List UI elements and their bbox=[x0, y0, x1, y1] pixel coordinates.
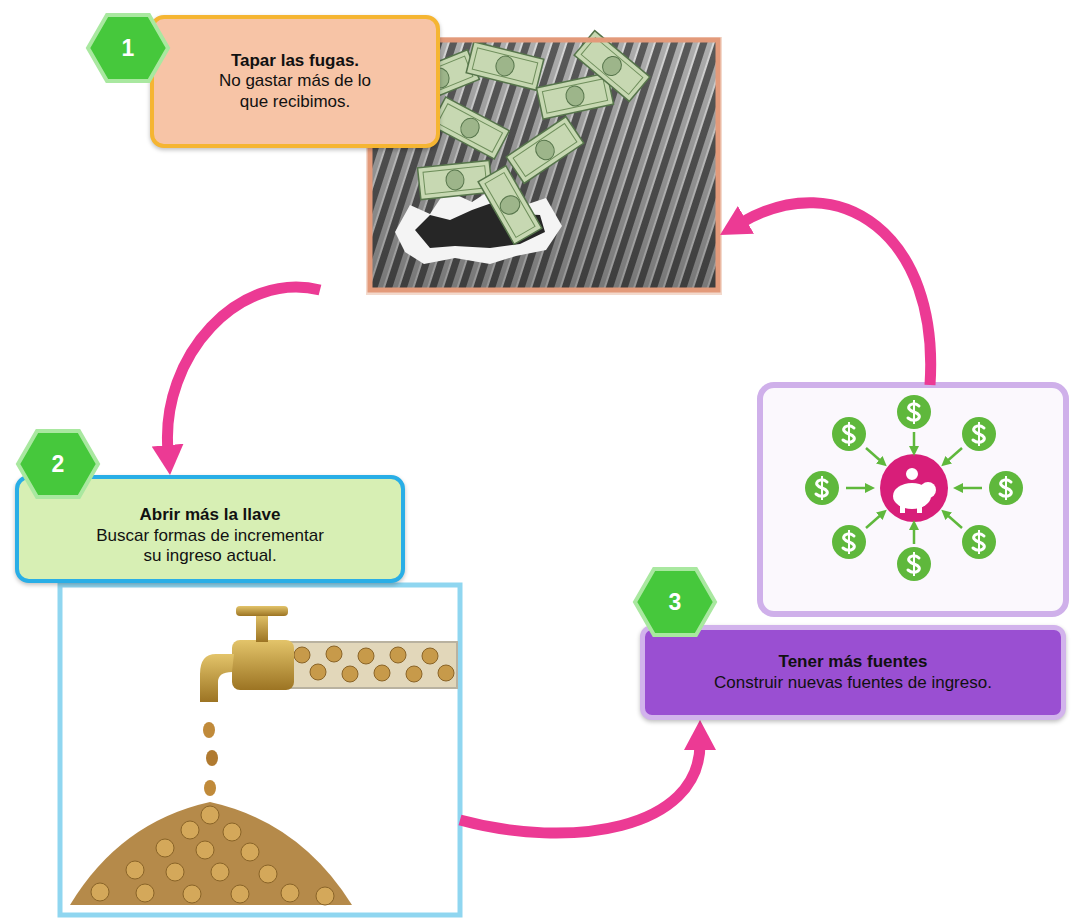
faucet-picture bbox=[60, 585, 460, 915]
step-description: Buscar formas de incrementar su ingreso … bbox=[85, 526, 335, 567]
callout-number: 2 bbox=[15, 428, 101, 500]
number-hexagon: 2 bbox=[15, 428, 101, 500]
number-hexagon: 1 bbox=[85, 12, 171, 84]
cycle-arrow bbox=[741, 203, 931, 385]
step-group: Tapar las fugas.No gastar más de lo que … bbox=[150, 15, 720, 290]
step-description: Construir nuevas fuentes de ingreso. bbox=[714, 673, 992, 693]
callout-box: Tapar las fugas.No gastar más de lo que … bbox=[150, 15, 440, 148]
number-hexagon: 3 bbox=[632, 566, 718, 638]
callout-box: Tener más fuentesConstruir nuevas fuente… bbox=[640, 625, 1066, 720]
sources-picture bbox=[760, 385, 1066, 614]
callout-number: 1 bbox=[85, 12, 171, 84]
callout-number: 3 bbox=[632, 566, 718, 638]
step-description: No gastar más de lo que recibimos. bbox=[205, 71, 385, 112]
step-group: Tener más fuentesConstruir nuevas fuente… bbox=[640, 385, 1066, 720]
step-heading: Abrir más la llave bbox=[140, 505, 281, 525]
step-heading: Tapar las fugas. bbox=[231, 51, 359, 71]
cycle-arrow bbox=[460, 744, 700, 833]
step-group: Abrir más la llaveBuscar formas de incre… bbox=[15, 475, 460, 915]
step-heading: Tener más fuentes bbox=[779, 652, 928, 672]
cycle-arrow bbox=[167, 287, 320, 451]
